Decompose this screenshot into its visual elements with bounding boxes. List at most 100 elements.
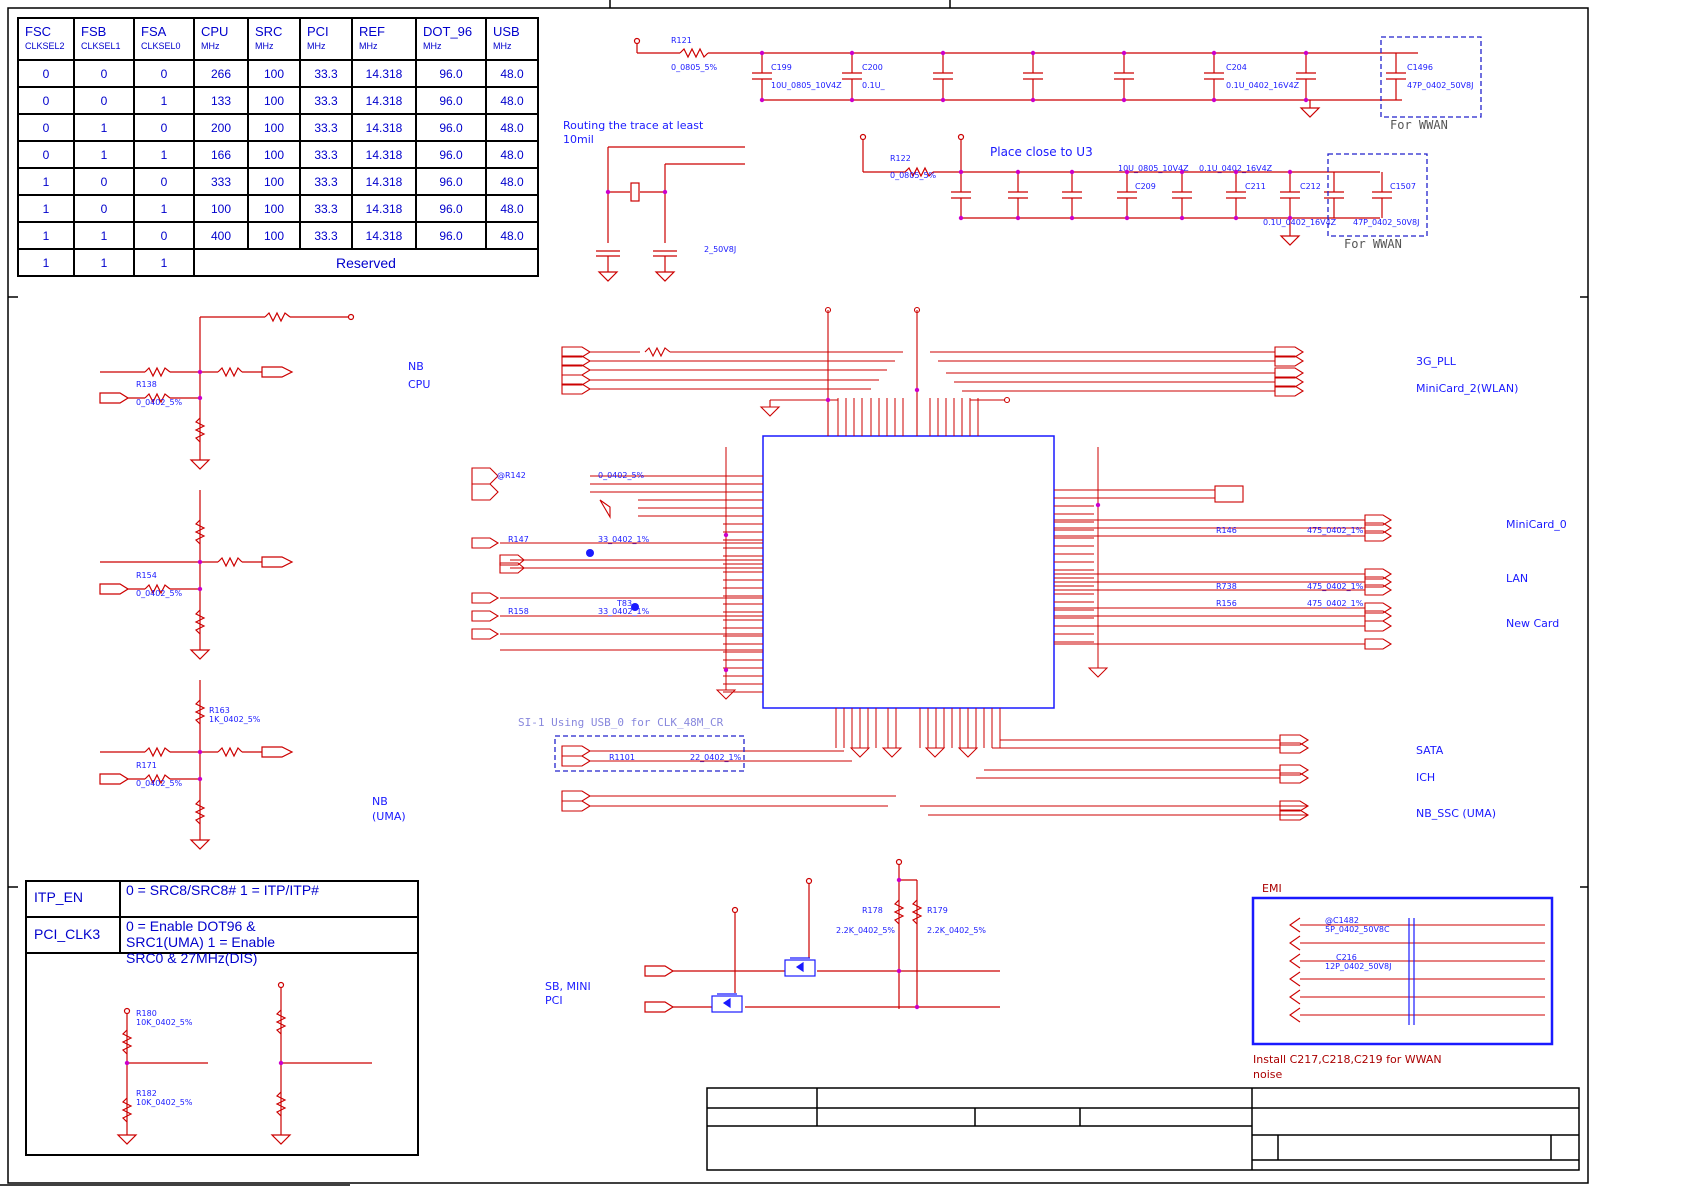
net-junction-dot — [1015, 169, 1021, 175]
table-cell: 0 — [17, 86, 75, 115]
table-cell: 96.0 — [415, 194, 487, 223]
net-junction-dot — [1233, 215, 1239, 221]
net-junction-dot — [849, 97, 855, 103]
table-cell: 14.318 — [351, 59, 417, 88]
left-bus — [471, 467, 763, 651]
table-cell: 14.318 — [351, 167, 417, 196]
ground-symbol — [1299, 107, 1321, 118]
net-junction-dot — [1069, 169, 1075, 175]
routing-note-1: Routing the trace at least — [563, 119, 704, 132]
table-cell: 33.3 — [299, 59, 353, 88]
nb-uma-label-2: (UMA) — [372, 810, 406, 823]
svg-text:C204: C204 — [1226, 63, 1247, 72]
table-cell: 48.0 — [485, 59, 539, 88]
freq-header-main: SRC — [255, 24, 283, 39]
table-cell: 33.3 — [299, 167, 353, 196]
table-cell: 100 — [247, 140, 301, 169]
svg-text:C1496: C1496 — [1407, 63, 1433, 72]
table-cell: 1 — [133, 86, 195, 115]
label-minicard0: MiniCard_0 — [1506, 518, 1567, 531]
cap-labels-row-2: R122 0_0805_5% C209 10U_0805_10V4Z C211 … — [890, 154, 1419, 227]
svg-text:R738: R738 — [1216, 582, 1237, 591]
left-bus-labels: @R142 0_0402_5% R147 33_0402_1% T83 R158… — [497, 471, 650, 616]
label-lan: LAN — [1506, 572, 1528, 585]
freq-header-main: PCI — [307, 24, 329, 39]
svg-text:C212: C212 — [1300, 182, 1321, 191]
signal-connector — [1364, 638, 1393, 650]
table-cell: 1 — [73, 221, 135, 250]
nb-uma-label-1: NB — [372, 795, 388, 808]
net-junction-dot — [1287, 169, 1293, 175]
net-junction-dot — [1179, 169, 1185, 175]
svg-text:R158: R158 — [508, 607, 529, 616]
net-junction-dot — [1179, 215, 1185, 221]
table-cell: 96.0 — [415, 140, 487, 169]
net-junction-dot — [896, 968, 902, 974]
freq-header-main: USB — [493, 24, 520, 39]
svg-text:47P_0402_50V8J: 47P_0402_50V8J — [1407, 81, 1473, 90]
svg-text:5P_0402_50V8C: 5P_0402_50V8C — [1325, 925, 1390, 934]
emi-box — [1251, 896, 1554, 1046]
svg-text:@C1482: @C1482 — [1325, 916, 1359, 925]
table-cell: 96.0 — [415, 167, 487, 196]
net-junction-dot — [914, 387, 920, 393]
wwan-dashed-box-2 — [1327, 153, 1428, 237]
itp-resistors — [116, 981, 372, 1145]
itp-box — [25, 880, 419, 1156]
table-cell: 33.3 — [299, 113, 353, 142]
table-cell: 1 — [133, 248, 195, 277]
freq-header-main: FSB — [81, 24, 107, 39]
net-junction-dot — [1303, 97, 1309, 103]
bottom-bus — [561, 734, 1310, 821]
svg-text:475_0402_1%: 475_0402_1% — [1307, 599, 1364, 608]
net-junction-dot — [1030, 50, 1036, 56]
table-cell: 48.0 — [485, 113, 539, 142]
wwan-dashed-box-1 — [1380, 36, 1482, 118]
freq-header-main: FSC — [25, 24, 51, 39]
signal-connector — [1364, 530, 1393, 542]
svg-text:0_0805_5%: 0_0805_5% — [890, 171, 937, 180]
top-bus — [561, 306, 1305, 436]
signal-connector — [1364, 620, 1393, 632]
svg-text:10U_0805_10V4Z: 10U_0805_10V4Z — [1118, 164, 1189, 173]
freq-header-main: FSA — [141, 24, 167, 39]
freq-header-sub: MHz — [493, 41, 512, 51]
net-junction-dot — [1211, 50, 1217, 56]
table-cell: 0 — [133, 113, 195, 142]
table-cell: 48.0 — [485, 194, 539, 223]
pci-clk3-value: 0 = Enable DOT96 & SRC1(UMA) 1 = Enable … — [126, 918, 276, 966]
net-junction-dot — [914, 1004, 920, 1010]
itp-res-labels: R180 10K_0402_5% R182 10K_0402_5% — [136, 1009, 193, 1107]
table-cell: 0 — [73, 59, 135, 88]
svg-text:T83: T83 — [616, 599, 632, 608]
svg-text:0_0402_5%: 0_0402_5% — [598, 471, 645, 480]
freq-header-src: SRC MHz — [247, 17, 301, 61]
table-cell: 14.318 — [351, 194, 417, 223]
table-cell: 14.318 — [351, 86, 417, 115]
table-cell: 0 — [73, 86, 135, 115]
svg-text:10U_0805_10V4Z: 10U_0805_10V4Z — [771, 81, 842, 90]
net-junction-dot — [278, 1060, 284, 1066]
table-cell: 200 — [193, 113, 249, 142]
crystal-circuit — [596, 146, 745, 282]
pci-clk3-name: PCI_CLK3 — [34, 926, 101, 942]
net-junction-dot — [197, 369, 203, 375]
table-cell: 0 — [73, 167, 135, 196]
table-cell: 100 — [193, 194, 249, 223]
title-block — [706, 1087, 1580, 1171]
reserved-cell: Reserved — [193, 248, 539, 277]
freq-header-sub: MHz — [255, 41, 274, 51]
freq-header-sub: MHz — [359, 41, 378, 51]
table-cell: 14.318 — [351, 113, 417, 142]
table-cell: 14.318 — [351, 221, 417, 250]
net-junction-dot — [124, 1060, 130, 1066]
net-junction-dot — [1015, 215, 1021, 221]
svg-text:@R142: @R142 — [497, 471, 526, 480]
net-junction-dot — [1030, 97, 1036, 103]
